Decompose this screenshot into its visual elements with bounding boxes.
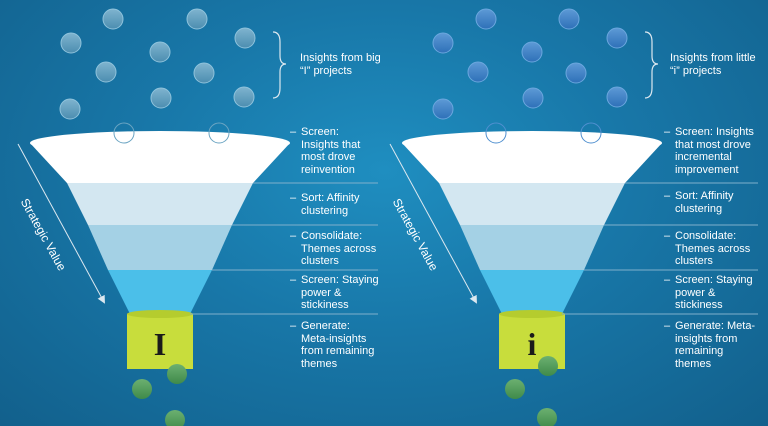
stage-text: Screen: Insights that most drove reinven… [301,126,361,176]
insight-dot [233,86,255,108]
insight-dot [59,98,81,120]
stage-text: Generate: Meta-insights from remaining t… [675,320,756,370]
stage-bullet: – [664,190,671,202]
stage-text: Sort: Affinity clustering [675,190,734,215]
output-dot [538,356,558,376]
left-input-dots [59,8,256,120]
funnel-band-4 [108,270,212,314]
insight-dot [95,61,117,83]
left-leader-lines [190,182,378,315]
right-funnel: i [389,8,758,426]
right-output-dots [505,356,558,426]
stage-bullet: – [664,230,671,242]
stage-bullet: – [664,320,671,332]
insight-dot [565,62,587,84]
stage-bullet: – [290,274,297,286]
spout-letter: I [154,326,166,362]
insight-dot [149,41,171,63]
right-stage-4-label: – Screen: Staying power & stickiness [664,274,759,312]
right-stage-1-label: – Screen: Insights that most drove incre… [664,126,763,176]
strategic-value-arrow [389,143,477,304]
insight-dot [150,87,172,109]
insight-dot [475,8,497,30]
brace [272,31,287,99]
spout-top [127,310,193,318]
insight-dot [60,32,82,54]
stage-bullet: – [664,274,671,286]
output-dot [505,379,525,399]
output-dot [132,379,152,399]
insight-dot [467,61,489,83]
stage-text: Consolidate: Themes across clusters [301,230,377,267]
funnel-band-3 [460,225,604,270]
insight-dot [606,27,628,49]
output-dot [167,364,187,384]
insight-dot [606,86,628,108]
stage-bullet: – [290,230,297,242]
stage-bullet: – [290,126,297,138]
spout-letter: i [528,326,537,362]
insight-dot [521,41,543,63]
left-stage-4-label: – Screen: Staying power & stickiness [290,274,381,312]
insight-dot [102,8,124,30]
right-stage-5-label: – Generate: Meta-insights from remaining… [664,320,759,370]
right-top-label: Insights from little “i” projects [670,52,756,77]
funnel-rim [402,131,662,155]
output-dot [537,408,557,426]
strategic-value-arrow [17,143,105,304]
stage-bullet: – [664,126,671,138]
left-output-dots [132,364,187,426]
funnel-rim [30,131,290,155]
insight-dot [522,87,544,109]
right-stage-2-label: – Sort: Affinity clustering [664,190,755,215]
funnel-band-4 [480,270,584,314]
insight-dot [432,98,454,120]
left-top-label: Insights from big “I” projects [300,52,381,77]
stage-text: Consolidate: Themes across clusters [675,230,751,267]
left-stage-1-label: – Screen: Insights that most drove reinv… [290,126,375,176]
stage-text: Screen: Insights that most drove increme… [675,126,754,176]
insight-dot [234,27,256,49]
funnel-spout [127,314,193,369]
stage-bullet: – [290,192,297,204]
brace [644,31,659,99]
insight-dot [113,122,135,144]
insight-dot [485,122,507,144]
left-funnel: I [17,8,378,426]
right-input-dots [432,8,628,120]
insight-dot [208,122,230,144]
stage-text: Sort: Affinity clustering [301,192,360,217]
stage-text: Generate: Meta-insights from remaining t… [301,320,375,370]
stage-bullet: – [290,320,297,332]
insight-dot [580,122,602,144]
left-stage-5-label: – Generate: Meta-insights from remaining… [290,320,381,370]
insight-dot [558,8,580,30]
left-stage-2-label: – Sort: Affinity clustering [290,192,375,217]
funnel-band-2 [67,183,253,225]
spout-top [499,310,565,318]
output-dot [165,410,185,426]
insight-dot [186,8,208,30]
funnel-band-2 [439,183,625,225]
right-stage-3-label: – Consolidate: Themes across clusters [664,230,759,268]
funnel-band-3 [88,225,232,270]
stage-text: Screen: Staying power & stickiness [301,274,379,311]
insight-dot [193,62,215,84]
stage-text: Screen: Staying power & stickiness [675,274,753,311]
insight-dot [432,32,454,54]
left-stage-3-label: – Consolidate: Themes across clusters [290,230,381,268]
right-leader-lines [562,182,758,315]
